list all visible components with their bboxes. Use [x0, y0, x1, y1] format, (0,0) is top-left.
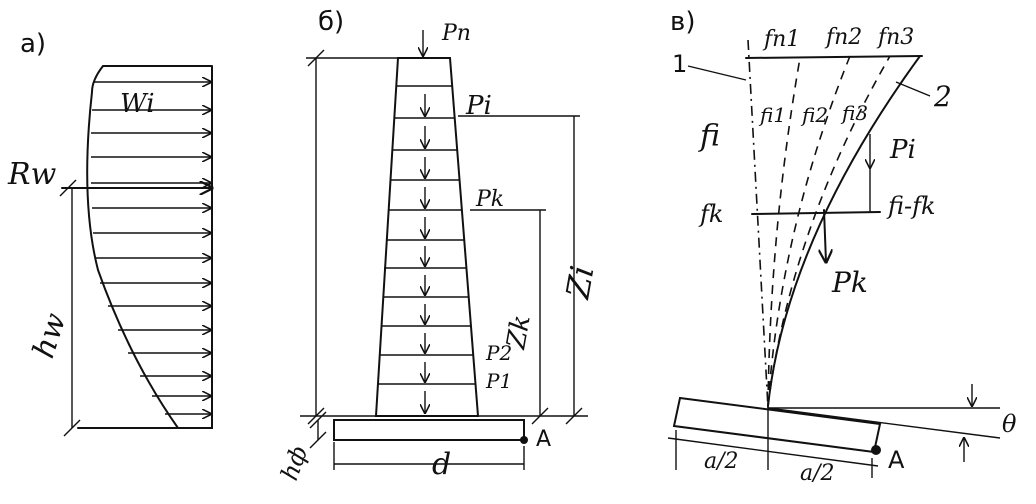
fi3-label: fi3: [840, 101, 868, 125]
fn2-label: fn2: [824, 25, 862, 50]
fi2-label: fi2: [800, 103, 828, 127]
fk-level-line: [751, 211, 881, 215]
panel-a-label: а): [20, 29, 46, 59]
pn-label: Pn: [441, 21, 471, 46]
theta-label: θ: [1002, 410, 1017, 438]
fn3-label: fn3: [876, 25, 914, 50]
fk-label: fk: [698, 200, 723, 228]
panel-a-wind-load: а) Wi Rw hw: [7, 29, 213, 437]
deflection-curve-2-solid: [767, 55, 921, 407]
point-a-tilted-marker: [871, 445, 881, 455]
top-deflection-line: [745, 55, 923, 59]
pk-label: Pk: [831, 266, 868, 299]
leader-1: [687, 65, 747, 81]
d-label: d: [432, 447, 451, 482]
rw-tick: [59, 179, 77, 197]
panel-b-vertical-loads: б) P: [275, 7, 601, 484]
hf-tick-top: [309, 411, 327, 429]
label-1: 1: [672, 50, 687, 78]
foundation-slab: [333, 419, 525, 441]
wind-load-outline: [77, 65, 213, 429]
p2-label: P2: [485, 341, 512, 365]
rotated-reference-line: [767, 407, 1001, 439]
fn1-label: fn1: [762, 27, 800, 52]
column-floor-lines: [378, 85, 475, 385]
floor-load-arrows: [423, 30, 425, 413]
fi-label: fi: [698, 119, 720, 154]
wind-arrows: [91, 82, 211, 414]
original-axis-1: [747, 39, 769, 409]
tilted-foundation: [672, 396, 882, 454]
hf-label: hф: [275, 442, 313, 484]
panel-v-label: в): [670, 7, 695, 37]
wi-label: Wi: [120, 89, 155, 119]
half-a-left-label: a/2: [704, 449, 739, 474]
leader-2: [895, 81, 931, 97]
a-dimension-line: [667, 437, 879, 467]
deflection-curve-3: [767, 55, 891, 407]
height-tick-top: [307, 49, 325, 67]
hw-tick: [63, 419, 81, 437]
zk-label: Zk: [501, 313, 537, 353]
rw-label: Rw: [7, 157, 57, 192]
point-a-marker: [520, 436, 528, 444]
tapered-column: [374, 57, 480, 417]
p1-label: P1: [485, 369, 512, 393]
fi-minus-fk-label: fi-fk: [886, 192, 936, 220]
pk-arrow: [824, 209, 826, 262]
half-a-right-label: a/2: [800, 461, 835, 486]
pk-label: Pk: [475, 187, 504, 212]
point-a-tilted-label: A: [888, 446, 905, 474]
panel-v-deflection: в) fn1 fn2 fn3 1 2 fi fi1 fi2 fi3 Pi fk …: [667, 7, 1017, 486]
hw-label: hw: [26, 309, 73, 363]
label-2: 2: [933, 80, 952, 113]
point-a-label: A: [536, 427, 551, 452]
zi-label: Zi: [558, 263, 601, 303]
hf-tick-bottom: [309, 431, 327, 449]
fi1-label: fi1: [758, 103, 786, 127]
pi-label: Pi: [889, 135, 916, 165]
deflection-curve-2: [767, 55, 851, 407]
panel-b-label: б): [318, 7, 344, 37]
